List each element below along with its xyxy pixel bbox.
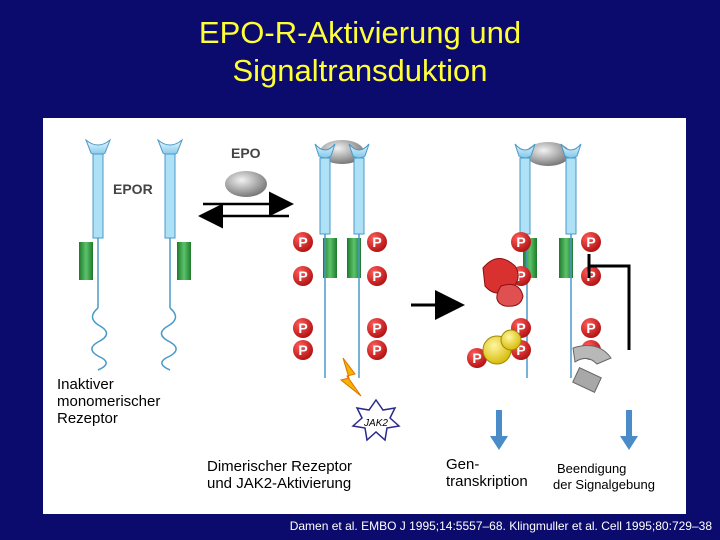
phospho-site: P (367, 266, 387, 286)
phospho-site: P (367, 340, 387, 360)
svg-text:P: P (298, 268, 307, 284)
svg-text:P: P (298, 234, 307, 250)
phospho-site: P (367, 318, 387, 338)
caption-gene-transcription: Gen- transkription (446, 456, 528, 490)
svg-text:P: P (372, 342, 381, 358)
svg-text:P: P (516, 268, 525, 284)
phospho-site: P (511, 232, 531, 252)
jak2-label: JAK2 (363, 418, 388, 429)
title-line-2: Signaltransduktion (232, 53, 488, 88)
jak2-star: JAK2 (351, 398, 401, 442)
epor-label: EPOR (113, 181, 153, 197)
diagram-svg: EPOR EPO P P P P P P P P (79, 138, 638, 450)
svg-text:P: P (298, 320, 307, 336)
svg-text:P: P (586, 268, 595, 284)
phospho-site: P (293, 318, 313, 338)
phospho-site: P (467, 348, 487, 368)
epo-ligand (225, 171, 267, 197)
inactive-receptor-left (79, 138, 112, 371)
inhibition-line (589, 264, 631, 350)
bound-epo (320, 140, 364, 164)
caption-termination: Beendigung der Signalgebung (553, 461, 655, 492)
svg-text:P: P (372, 234, 381, 250)
svg-text:P: P (516, 234, 525, 250)
svg-text:P: P (586, 320, 595, 336)
diagram-panel: EPOR EPO P P P P P P P P (43, 118, 686, 514)
activation-bolt-icon (339, 357, 362, 397)
termination-arrow (620, 410, 638, 450)
svg-text:P: P (586, 234, 595, 250)
phospho-site: P (293, 266, 313, 286)
svg-text:P: P (516, 342, 525, 358)
citation: Damen et al. EMBO J 1995;14:5557–68. Kli… (289, 519, 712, 533)
phospho-site: P (581, 266, 601, 286)
svg-text:P: P (372, 320, 381, 336)
phospho-site: P (293, 340, 313, 360)
phospho-site: P (581, 318, 601, 338)
epo-label: EPO (231, 145, 261, 161)
phospho-sites-dimer: P P P P P P P P (293, 232, 387, 360)
svg-text:P: P (298, 342, 307, 358)
svg-text:P: P (372, 268, 381, 284)
title-line-1: EPO-R-Aktivierung und (198, 15, 522, 50)
gene-transcription-arrow (490, 410, 508, 450)
phospho-site: P (293, 232, 313, 252)
phospho-site: P (581, 232, 601, 252)
phospho-site: P (367, 232, 387, 252)
svg-text:P: P (472, 350, 481, 366)
dimeric-receptor (314, 140, 370, 378)
signalling-proteins (482, 258, 612, 393)
caption-inactive: Inaktiver monomerischer Rezeptor (57, 376, 161, 427)
svg-text:P: P (516, 320, 525, 336)
caption-dimeric: Dimerischer Rezeptor und JAK2-Aktivierun… (207, 458, 353, 492)
inactive-receptor-right (156, 138, 191, 371)
slide-title: EPO-R-Aktivierung und Signaltransduktion (0, 14, 720, 90)
